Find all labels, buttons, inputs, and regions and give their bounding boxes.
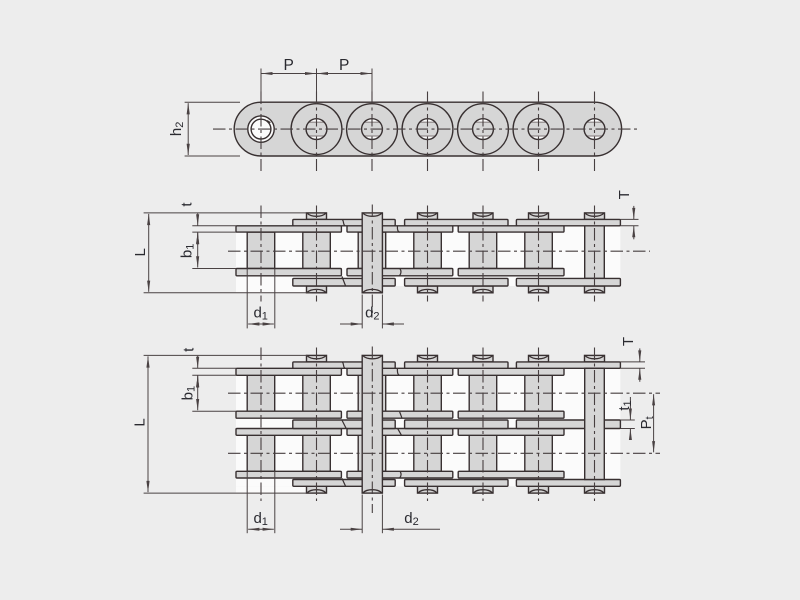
svg-text:P: P bbox=[339, 57, 349, 74]
svg-text:L: L bbox=[132, 248, 149, 256]
svg-text:t: t bbox=[179, 202, 196, 207]
svg-text:P: P bbox=[284, 57, 294, 74]
svg-text:L: L bbox=[132, 418, 149, 426]
svg-text:T: T bbox=[616, 190, 633, 199]
svg-text:Pt: Pt bbox=[638, 416, 656, 429]
svg-text:t1: t1 bbox=[616, 400, 634, 410]
svg-text:T: T bbox=[620, 337, 637, 346]
svg-text:t: t bbox=[181, 347, 198, 352]
